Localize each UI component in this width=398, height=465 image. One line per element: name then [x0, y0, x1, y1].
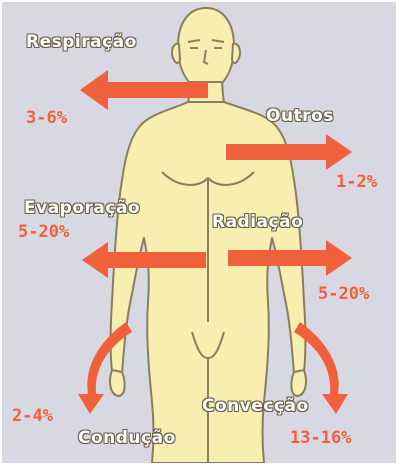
label-respiracao: Respiração — [26, 32, 137, 52]
label-outros: Outros — [266, 106, 334, 126]
percent-radiacao: 5-20% — [318, 284, 370, 304]
percent-respiracao: 3-6% — [26, 108, 67, 128]
percent-outros: 1-2% — [336, 172, 377, 192]
arrow-conveccao — [294, 322, 348, 414]
percent-conducao: 2-4% — [12, 406, 53, 426]
arrow-outros — [226, 134, 352, 170]
label-evaporacao: Evaporação — [24, 198, 141, 218]
right-ear — [231, 42, 242, 64]
label-conveccao: Convecção — [202, 396, 309, 416]
right-eyebrow — [211, 39, 225, 43]
left-eyebrow — [187, 39, 201, 43]
arrow-evaporacao — [82, 242, 206, 278]
left-ear — [170, 42, 181, 64]
right-hand — [290, 369, 307, 397]
percent-conveccao: 13-16% — [290, 428, 352, 448]
label-radiacao: Radiação — [212, 212, 304, 232]
arrow-radiacao — [228, 240, 352, 276]
label-conducao: Condução — [78, 428, 176, 448]
nose — [202, 49, 209, 65]
arrow-conducao — [78, 322, 132, 414]
left-hand — [109, 369, 126, 397]
arrow-respiracao — [80, 70, 208, 110]
percent-evaporacao: 5-20% — [18, 222, 70, 242]
